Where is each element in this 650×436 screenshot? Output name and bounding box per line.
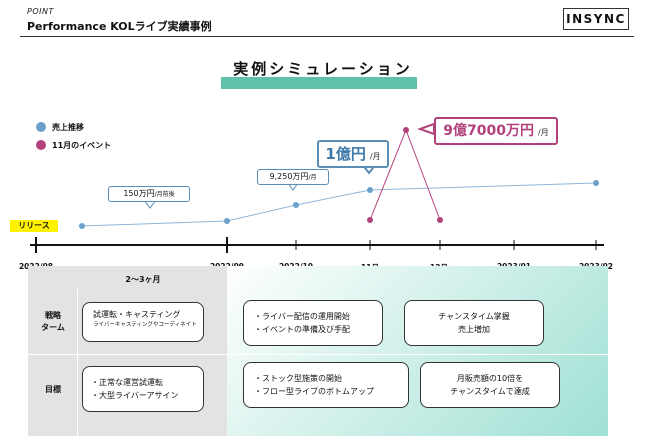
- callout-9250-value: 9,250万円: [269, 172, 309, 181]
- strategy-box-phase1: 試運転・キャスティング ライバーキャスティングやコーディネイト: [82, 302, 204, 342]
- goal-phase1-line2: ・大型ライバーアサイン: [91, 391, 179, 400]
- callout-9250: 9,250万円/月: [257, 169, 329, 185]
- legend-dot-event: [36, 140, 46, 150]
- goal-phase3-line1: 月販売額の10倍を: [456, 374, 524, 383]
- callout-1oku: 1億円/月: [317, 140, 389, 168]
- event-point: [367, 217, 373, 223]
- insync-logo: INSYNC: [563, 8, 629, 30]
- goal-phase1-line1: ・正常な運営試運転: [91, 378, 163, 387]
- strategy-phase3-line2: 売上増加: [458, 325, 490, 334]
- callout-peak: 9億7000万円/月: [434, 117, 558, 145]
- callout-1oku-value: 1億円: [325, 145, 366, 163]
- event-point: [437, 217, 443, 223]
- title-highlight-bar: [221, 77, 417, 89]
- sales-point: [79, 223, 85, 229]
- strategy-phase3-line1: チャンスタイム掌握: [438, 312, 510, 321]
- phase2-panel: [227, 266, 608, 436]
- callout-150: 150万円/月前後: [108, 186, 190, 202]
- callout-peak-value: 9億7000万円: [443, 123, 534, 139]
- goal-phase3-line2: チャンスタイムで達成: [450, 387, 530, 396]
- release-label: リリース: [10, 220, 58, 232]
- simulation-title: 実例シミュレーション: [233, 60, 413, 78]
- goal-box-phase1: ・正常な運営試運転 ・大型ライバーアサイン: [82, 366, 204, 412]
- goal-phase2-line2: ・フロー型ライブのボトムアップ: [254, 387, 374, 396]
- strategy-phase1-line2: ライバーキャスティングやコーディネイト: [93, 322, 197, 328]
- callout-9250-unit: /月: [308, 174, 317, 181]
- label-column-divider: [77, 289, 78, 436]
- page-heading: Performance KOLライブ実績事例: [27, 20, 212, 33]
- strategy-box-phase3: チャンスタイム掌握 売上増加: [404, 300, 544, 346]
- callout-peak-tail: [417, 122, 435, 136]
- sales-point: [367, 187, 373, 193]
- legend-label-sales: 売上推移: [52, 123, 84, 132]
- sales-point: [293, 202, 299, 208]
- callout-150-unit: /月前後: [154, 191, 175, 198]
- legend-dot-sales: [36, 122, 46, 132]
- legend-label-event: 11月のイベント: [52, 141, 112, 150]
- callout-peak-unit: /月: [538, 128, 549, 137]
- goal-box-phase2: ・ストック型施策の開始 ・フロー型ライブのボトムアップ: [243, 362, 409, 408]
- header-rule: [20, 36, 634, 37]
- goal-box-phase3: 月販売額の10倍を チャンスタイムで達成: [420, 362, 560, 408]
- event-point: [403, 127, 409, 133]
- strategy-phase2-line2: ・イベントの準備及び手配: [254, 325, 350, 334]
- goal-phase2-line1: ・ストック型施策の開始: [254, 374, 342, 383]
- row-label-strategy-line2: ターム: [41, 323, 65, 332]
- strategy-box-phase2: ・ライバー配信の運用開始 ・イベントの準備及び手配: [243, 300, 383, 346]
- strategy-phase2-line1: ・ライバー配信の運用開始: [254, 312, 350, 321]
- row-label-goal: 目標: [45, 385, 61, 394]
- callout-150-value: 150万円: [123, 189, 155, 198]
- period-label: 2〜3ヶ月: [125, 275, 161, 284]
- row-label-strategy-line1: 戦略: [45, 311, 61, 320]
- strategy-phase1-line1: 試運転・キャスティング: [93, 310, 181, 319]
- row-divider: [28, 354, 608, 355]
- row-label-strategy: 戦略 ターム: [32, 310, 74, 334]
- callout-1oku-unit: /月: [369, 152, 381, 161]
- sales-point: [224, 218, 230, 224]
- point-label: POINT: [27, 7, 54, 16]
- sales-point: [593, 180, 599, 186]
